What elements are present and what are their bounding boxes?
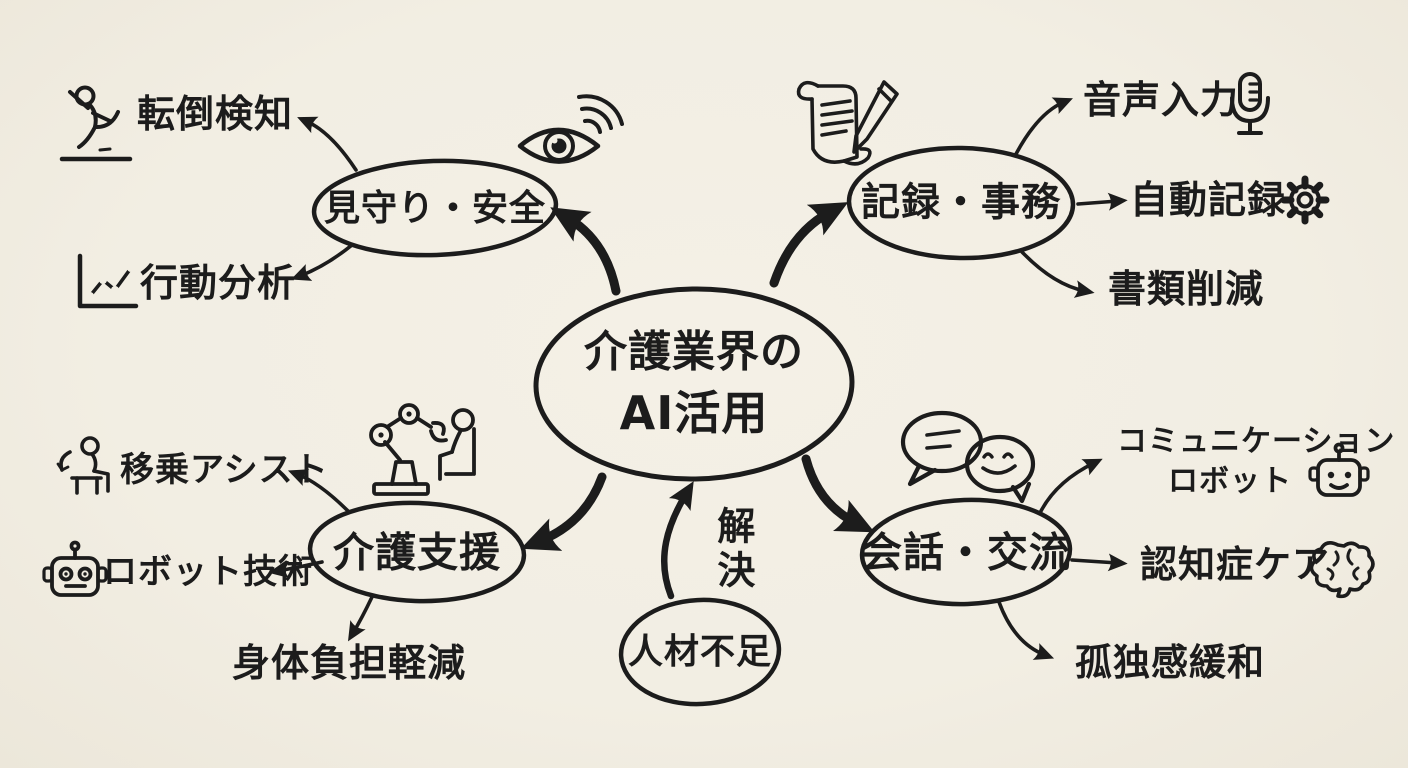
scroll-pencil-icon — [796, 80, 899, 166]
line-chart-icon — [77, 253, 139, 309]
arrow-care-to-robot — [268, 560, 324, 579]
falling-person-icon — [59, 85, 133, 162]
leaf-dementia-care-label: 認知症ケア — [1140, 543, 1330, 586]
arrow-records-to-auto — [1076, 192, 1128, 211]
leaf-transfer-assist-label: 移乗アシスト — [120, 450, 329, 490]
branch-care-node — [307, 500, 527, 604]
arrow-monitoring-to-behavior — [290, 243, 354, 281]
arrow-center-to-talk — [801, 454, 875, 533]
eye-signal-icon — [517, 94, 624, 164]
center-node-title-line2: AI活用 — [619, 385, 769, 440]
arrow-center-to-care — [520, 472, 607, 551]
robot-face-icon — [42, 540, 108, 597]
leaf-loneliness-label: 孤独感緩和 — [1075, 641, 1265, 684]
solution-arrow-label: 解決 — [710, 506, 755, 594]
branch-talk-node — [859, 497, 1073, 607]
leaf-behavior-analysis-label: 行動分析 — [140, 261, 297, 305]
arrow-care-to-transfer — [287, 469, 351, 514]
arrow-problem-to-center — [661, 481, 694, 600]
branch-care-label: 介護支援 — [333, 528, 501, 577]
leaf-voice-input-label: 音声入力 — [1083, 78, 1240, 122]
arrow-talk-to-lonely — [997, 600, 1055, 660]
gear-icon — [1280, 175, 1330, 225]
arrow-monitoring-to-fall — [297, 116, 358, 172]
branch-monitoring-label: 見守り・安全 — [323, 188, 547, 230]
arrow-care-to-burden — [347, 595, 374, 642]
leaf-robot-tech-label: ロボット技術 — [103, 552, 313, 592]
arrow-center-to-monitoring — [550, 207, 621, 296]
robot-head-icon — [1308, 442, 1370, 497]
leaf-comm-robot-label-line2: ロボット — [1168, 464, 1292, 499]
arrow-talk-to-commrobot — [1039, 458, 1103, 513]
leaf-fall-detection-label: 転倒検知 — [137, 92, 294, 136]
robot-arm-icon — [369, 403, 476, 496]
problem-node — [618, 597, 782, 707]
arrow-talk-to-dementia — [1070, 553, 1128, 572]
arrow-records-to-paper — [1020, 250, 1095, 298]
brain-icon — [1309, 540, 1375, 599]
branch-monitoring-node — [311, 158, 559, 258]
leaf-auto-record-label: 自動記録 — [1130, 178, 1287, 222]
leaf-comm-robot-label-line1: コミュニケーション — [1117, 424, 1396, 459]
branch-records-node — [846, 145, 1076, 261]
branch-talk-label: 会話・交流 — [861, 528, 1071, 577]
seated-person-icon — [56, 436, 110, 495]
arrow-records-to-voice — [1014, 97, 1073, 156]
center-node-title-line1: 介護業界の — [584, 327, 804, 378]
leaf-paper-reduction-label: 書類削減 — [1108, 267, 1265, 311]
center-node — [533, 286, 855, 482]
leaf-burden-reduction-label: 身体負担軽減 — [232, 641, 467, 685]
problem-node-label: 人材不足 — [627, 632, 773, 673]
speech-bubbles-icon — [900, 410, 1036, 504]
branch-records-label: 記録・事務 — [860, 180, 1062, 226]
microphone-icon — [1230, 72, 1270, 135]
arrow-center-to-records — [769, 202, 849, 288]
